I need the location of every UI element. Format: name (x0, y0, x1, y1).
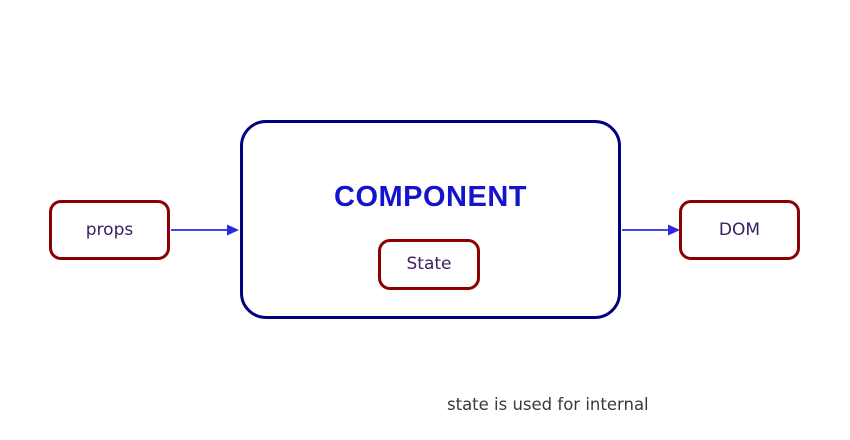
diagram-caption: state is used for internal communication… (447, 352, 745, 440)
node-state-label: State (406, 254, 452, 274)
node-dom[interactable]: DOM (679, 200, 800, 260)
caption-line-1: state is used for internal (447, 395, 649, 414)
arrow-props-to-component (171, 224, 239, 236)
node-props-label: props (85, 219, 134, 240)
node-props[interactable]: props (49, 200, 170, 260)
arrow-component-to-dom (622, 224, 680, 236)
node-dom-label: DOM (718, 219, 761, 240)
node-component[interactable]: COMPONENT (240, 120, 621, 319)
node-component-label: COMPONENT (334, 181, 527, 213)
node-state[interactable]: State (378, 239, 480, 290)
